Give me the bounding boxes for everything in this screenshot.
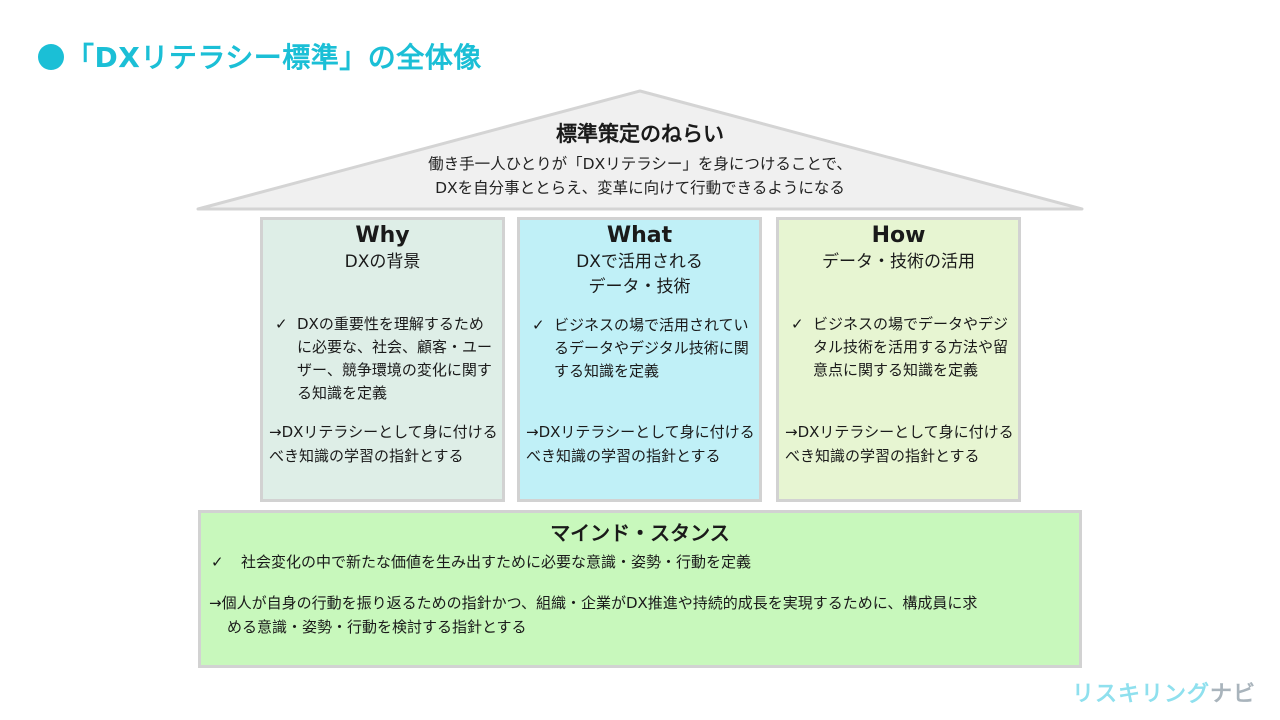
check-icon: ✓ [791, 315, 804, 333]
pillar-note: →DXリテラシーとして身に付けるべき知識の学習の指針とする [785, 423, 1014, 465]
mindset-note-line: →個人が自身の行動を振り返るための指針かつ、組織・企業がDX推進や持続的成長を実… [209, 594, 978, 612]
check-icon: ✓ [211, 553, 224, 571]
pillar-why: Why DXの背景 ✓ DXの重要性を理解するために必要な、社会、顧客・ユーザー… [260, 217, 505, 502]
roof-line: DXを自分事ととらえ、変革に向けて行動できるようになる [435, 179, 845, 197]
roof-title: 標準策定のねらい [556, 122, 724, 146]
mindset-note: →個人が自身の行動を振り返るための指針かつ、組織・企業がDX推進や持続的成長を実… [209, 591, 1069, 639]
roof-line: 働き手一人ひとりが「DXリテラシー」を身につけることで、 [428, 155, 852, 173]
pillar-check-text: DXの重要性を理解するために必要な、社会、顧客・ユーザー、競争環境の変化に関する… [297, 315, 493, 402]
pillar-subtitle: DXで活用される [576, 252, 703, 272]
pillar-check-item: ✓ DXの重要性を理解するために必要な、社会、顧客・ユーザー、競争環境の変化に関… [271, 313, 494, 405]
mindset-check-text: 社会変化の中で新たな価値を生み出すために必要な意識・姿勢・行動を定義 [241, 553, 752, 571]
pillar-subtitle: データ・技術の活用 [822, 252, 975, 272]
check-icon: ✓ [532, 316, 545, 334]
pillar-subtitle: データ・技術 [588, 277, 691, 297]
pillar-title: Why [355, 223, 410, 248]
pillar-note: →DXリテラシーとして身に付けるべき知識の学習の指針とする [526, 423, 755, 465]
pillar-check-item: ✓ ビジネスの場でデータやデジタル技術を活用する方法や留意点に関する知識を定義 [787, 313, 1010, 382]
mindset-check-item: ✓ 社会変化の中で新たな価値を生み出すために必要な意識・姿勢・行動を定義 [211, 551, 1079, 573]
brand-logo: リスキリングナビ [1072, 682, 1257, 707]
pillar-title: What [606, 223, 673, 248]
pillar-note: →DXリテラシーとして身に付けるべき知識の学習の指針とする [269, 423, 498, 465]
roof-shape [196, 89, 1084, 211]
pillar-check-text: ビジネスの場でデータやデジタル技術を活用する方法や留意点に関する知識を定義 [813, 315, 1009, 379]
pillar-title: How [871, 223, 926, 248]
pillar-check-text: ビジネスの場で活用されているデータやデジタル技術に関する知識を定義 [554, 316, 749, 380]
mindset-box: マインド・スタンス ✓ 社会変化の中で新たな価値を生み出すために必要な意識・姿勢… [198, 510, 1082, 668]
mindset-note-line: める意識・姿勢・行動を検討する指針とする [227, 618, 527, 636]
bullet-circle-icon [38, 44, 64, 70]
pillar-subtitle: DXの背景 [344, 252, 421, 272]
mindset-title: マインド・スタンス [550, 521, 730, 545]
pillar-what: What DXで活用される データ・技術 ✓ ビジネスの場で活用されているデータ… [517, 217, 762, 502]
check-icon: ✓ [275, 315, 288, 333]
pillar-how: How データ・技術の活用 ✓ ビジネスの場でデータやデジタル技術を活用する方法… [776, 217, 1021, 502]
pillar-check-item: ✓ ビジネスの場で活用されているデータやデジタル技術に関する知識を定義 [528, 314, 751, 383]
page-title: 「DXリテラシー標準」の全体像 [38, 36, 482, 76]
roof-body: 働き手一人ひとりが「DXリテラシー」を身につけることで、 DXを自分事ととらえ、… [300, 152, 980, 200]
